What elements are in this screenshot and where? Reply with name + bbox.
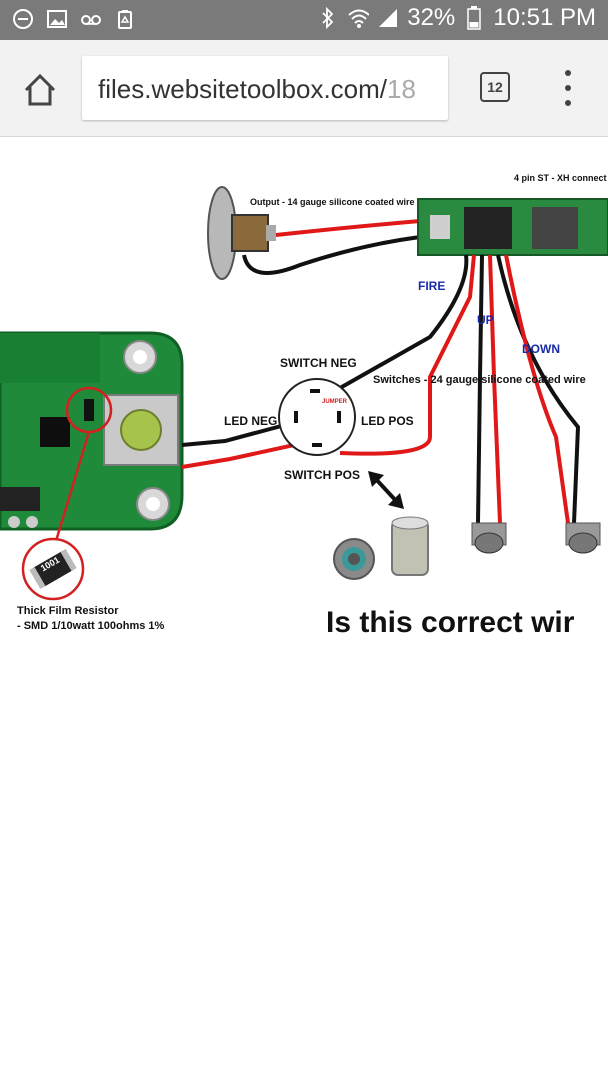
switch-diagram	[278, 378, 356, 456]
resistor-spec: - SMD 1/10watt 100ohms 1%	[17, 620, 165, 632]
do-not-disturb-icon	[12, 8, 34, 30]
notification-icons	[12, 8, 136, 30]
overflow-menu-button[interactable]	[560, 70, 576, 106]
resistor-title: Thick Film Resistor	[17, 605, 119, 617]
signal-icon	[377, 7, 399, 29]
wiring-diagram-drawing	[0, 186, 608, 601]
switch-neg-label: SWITCH NEG	[280, 356, 357, 370]
switches-wire-label: Switches - 24 gauge silicone coated wire	[373, 374, 586, 386]
led-pos-label: LED POS	[361, 414, 414, 428]
tact-button-up	[471, 522, 507, 554]
tab-count: 12	[487, 79, 503, 95]
wifi-icon	[347, 7, 370, 29]
led-switch-large	[391, 516, 429, 576]
home-button[interactable]	[20, 70, 60, 110]
led-switch-small	[333, 538, 375, 580]
wiring-diagram-image: Output - 14 gauge silicone coated wire 4…	[0, 137, 608, 657]
bluetooth-icon	[317, 7, 339, 29]
down-label: DOWN	[522, 342, 560, 356]
tact-button-down	[565, 522, 601, 554]
address-bar[interactable]: files.websitetoolbox.com/18	[82, 56, 448, 120]
clock: 10:51 PM	[493, 4, 596, 31]
up-label: UP	[477, 313, 494, 327]
url-faded: 18	[387, 74, 416, 104]
output-wire-label: Output - 14 gauge silicone coated wire	[250, 197, 415, 207]
switch-pos-label: SWITCH POS	[284, 468, 361, 482]
url-text: files.websitetoolbox.com/18	[98, 74, 416, 105]
tab-switcher-button[interactable]: 12	[480, 72, 510, 102]
url-visible: files.websitetoolbox.com/	[98, 74, 388, 104]
image-icon	[46, 8, 68, 30]
question-heading: Is this correct wir	[326, 606, 575, 639]
jumper-label: JUMPER	[322, 399, 348, 405]
browser-toolbar: files.websitetoolbox.com/18 12	[0, 40, 608, 137]
led-neg-label: LED NEG	[224, 414, 278, 428]
fire-label: FIRE	[418, 279, 446, 293]
connector-label: 4 pin ST - XH connect	[514, 173, 607, 183]
battery-percent: 32%	[407, 4, 456, 31]
battery-icon	[463, 6, 485, 30]
system-icons: 32% 10:51 PM	[317, 4, 596, 32]
recycle-icon	[114, 8, 136, 30]
home-icon	[24, 73, 56, 106]
voicemail-icon	[80, 8, 102, 30]
status-bar: 32% 10:51 PM	[0, 0, 608, 40]
